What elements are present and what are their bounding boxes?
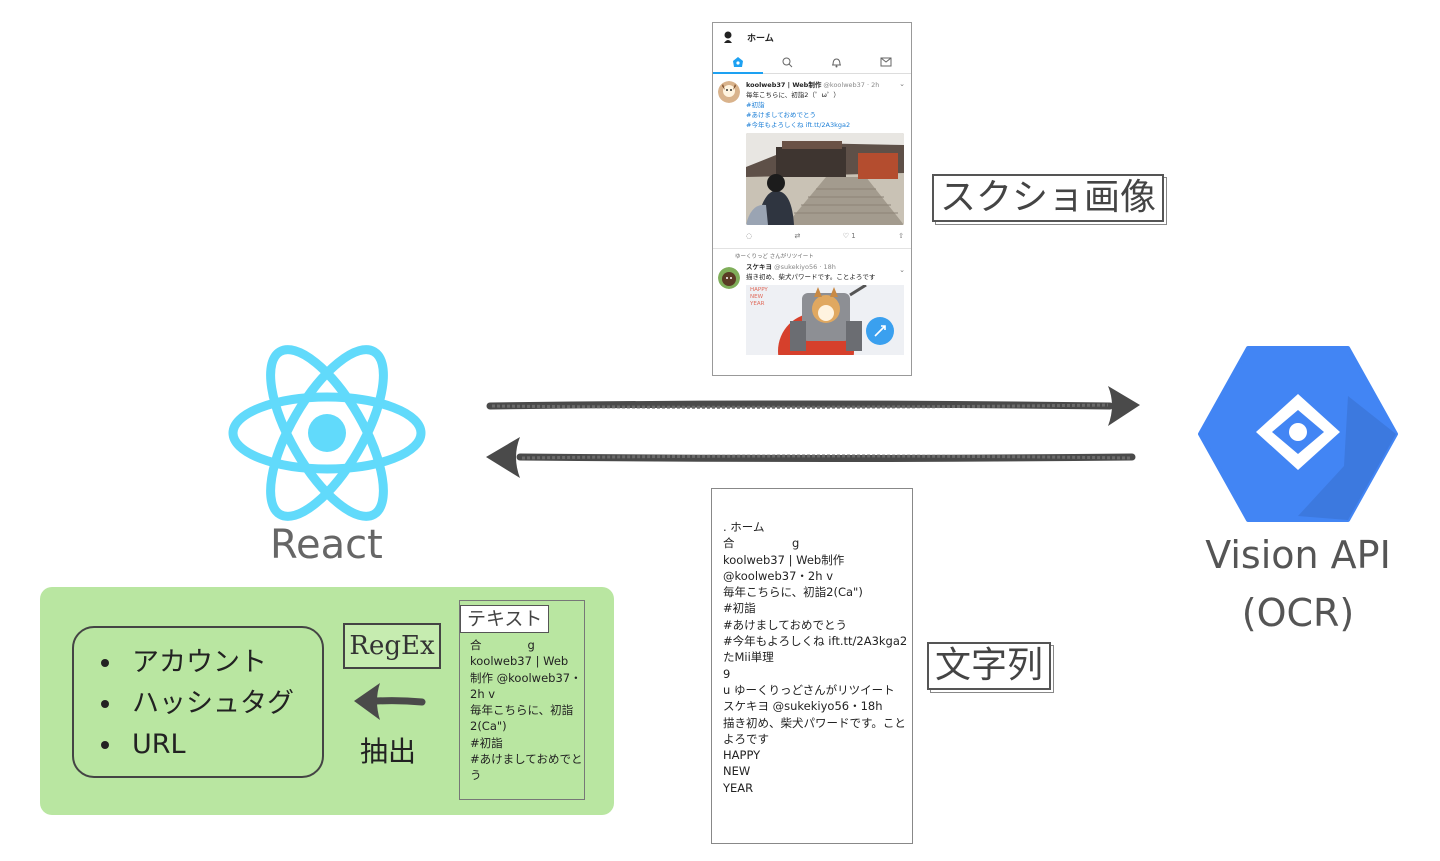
regex-label: RegEx <box>343 623 441 669</box>
extracted-item-url: URL <box>124 724 322 765</box>
compose-button <box>866 317 894 345</box>
ocr-line: #あけましておめでとう <box>723 617 847 632</box>
vision-api-label-line1: Vision API <box>1205 533 1391 577</box>
arrow-to-vision-api <box>486 386 1140 426</box>
text-box-line: 制作 @koolweb37・ <box>470 670 582 685</box>
ocr-line: u ゆーくりっどさんがリツイート <box>723 682 895 697</box>
tweet-avatar-sukekiyo <box>718 267 740 289</box>
twitter-header: ホーム <box>713 23 911 51</box>
extracted-item-hashtag: ハッシュタグ <box>124 683 322 724</box>
notifications-tab <box>812 51 862 73</box>
tweet-1: ⌄ koolweb37 | Web制作 @koolweb37 · 2h 毎年こち… <box>713 74 911 244</box>
ocr-line: YEAR <box>723 780 754 795</box>
ocr-line: #今年もよろしくね ift.tt/2A3kga2 <box>723 634 908 649</box>
messages-tab <box>862 51 912 73</box>
flow-arrows <box>486 386 1140 478</box>
text-box-line: 合 g <box>470 638 535 652</box>
text-box-line: #あけましておめでと <box>470 752 583 767</box>
arrow-to-react <box>486 437 1136 478</box>
extract-label: 抽出 <box>360 735 417 768</box>
chevron-down-icon: ⌄ <box>899 266 905 274</box>
ocr-line: 合 g <box>723 536 800 551</box>
react-logo-icon <box>228 345 426 521</box>
profile-avatar-icon <box>724 31 732 43</box>
mail-icon <box>880 57 892 67</box>
bell-icon <box>832 57 842 67</box>
tweet-photo-shrine <box>746 133 904 225</box>
ocr-line: 描き初め、柴犬パワードです。こと <box>723 715 906 730</box>
retweet-icon: ⇄ <box>794 232 801 240</box>
text-box-lines: 合 g koolweb37 | Web 制作 @koolweb37・ 2h v … <box>470 637 582 784</box>
reply-icon: ◌ <box>746 232 753 240</box>
extract-arrow <box>354 683 426 720</box>
vision-api-label: Vision API (OCR) <box>1198 526 1398 642</box>
ocr-line: よろです <box>723 731 769 746</box>
ocr-line: . ホーム <box>723 520 765 534</box>
home-tab <box>713 51 763 74</box>
tweet-hashtag: #今年もよろしくね ift.tt/2A3kga2 <box>746 121 851 129</box>
twitter-header-title: ホーム <box>747 33 774 44</box>
search-tab <box>763 51 813 73</box>
search-icon <box>782 57 793 67</box>
chevron-down-icon: ⌄ <box>899 80 905 88</box>
ocr-line: 毎年こちらに、初詣2(Ca") <box>723 585 863 600</box>
tweet-author: koolweb37 | Web制作 <box>746 81 822 89</box>
vision-api-label-line2: (OCR) <box>1241 591 1355 635</box>
ocr-output-lines: . ホーム 合 g koolweb37 | Web制作 @koolweb37・2… <box>712 489 912 796</box>
ocr-line: たMii単理 <box>723 650 774 665</box>
share-icon: ⇧ <box>898 232 904 240</box>
ocr-line: #初詣 <box>723 601 756 616</box>
tweet-hashtag: #あけましておめでとう <box>746 111 817 119</box>
happy-new-year-text: HAPPY NEW YEAR <box>750 287 768 307</box>
label-screenshot-image: スクショ画像 <box>932 174 1165 222</box>
quill-icon <box>874 325 886 337</box>
ocr-line: @koolweb37・2h v <box>723 568 833 583</box>
extracted-items-list: アカウント ハッシュタグ URL <box>74 642 322 765</box>
shiba-illustration <box>778 285 867 355</box>
twitter-nav <box>713 51 911 74</box>
tweet-photo-shiba: HAPPY NEW YEAR <box>746 285 904 355</box>
ocr-line: NEW <box>723 764 751 779</box>
tweet-actions: ◌ ⇄ ♡ 1 ⇧ <box>746 228 904 244</box>
tweet-author: スケキヨ <box>746 263 772 271</box>
text-box-line: 毎年こちらに、初詣 <box>470 703 574 718</box>
tweet-handle: @koolweb37 · 2h <box>823 81 880 89</box>
tweet-divider <box>713 248 911 249</box>
text-box-title: テキスト <box>460 605 550 633</box>
text-box-line: 2h v <box>470 686 496 701</box>
like-count-value: 1 <box>851 232 856 240</box>
tweet-avatar-koolweb <box>718 81 740 103</box>
ocr-output-panel: . ホーム 合 g koolweb37 | Web制作 @koolweb37・2… <box>711 488 913 844</box>
ocr-line: koolweb37 | Web制作 <box>723 552 845 567</box>
text-input-box: テキスト 合 g koolweb37 | Web 制作 @koolweb37・ … <box>459 600 585 800</box>
text-box-line: koolweb37 | Web <box>470 654 569 669</box>
tweet-hashtag: #初詣 <box>746 101 765 109</box>
twitter-screenshot: ホーム ⌄ koolweb37 | Web制作 @koolweb37 · 2h … <box>712 22 912 376</box>
react-label: React <box>270 522 383 568</box>
extracted-items-box: アカウント ハッシュタグ URL <box>72 626 324 778</box>
vision-api-logo-icon <box>1198 346 1398 522</box>
label-text-string: 文字列 <box>927 642 1052 690</box>
extracted-item-account: アカウント <box>124 642 322 683</box>
tweet-text: 描き初め、柴犬パワードです。ことよろです <box>746 273 876 281</box>
ocr-line: スケキヨ @sukekiyo56・18h <box>723 699 883 714</box>
text-box-line: う <box>470 768 482 783</box>
tweet-handle: @sukekiyo56 · 18h <box>774 263 836 271</box>
ocr-line: HAPPY <box>723 748 761 763</box>
tweet-text: 毎年こちらに、初詣2（゜ω゜） <box>746 91 840 99</box>
home-icon <box>732 57 743 67</box>
retweet-note: ゆーくりっど さんがリツイート <box>735 254 814 260</box>
text-box-line: 2(Ca") <box>470 719 507 734</box>
like-count: ♡ 1 <box>842 232 856 240</box>
text-box-line: #初詣 <box>470 735 503 750</box>
tweet-2: ⌄ スケキヨ @sukekiyo56 · 18h 描き初め、柴犬パワードです。こ… <box>713 260 911 355</box>
ocr-line: 9 <box>723 666 731 681</box>
